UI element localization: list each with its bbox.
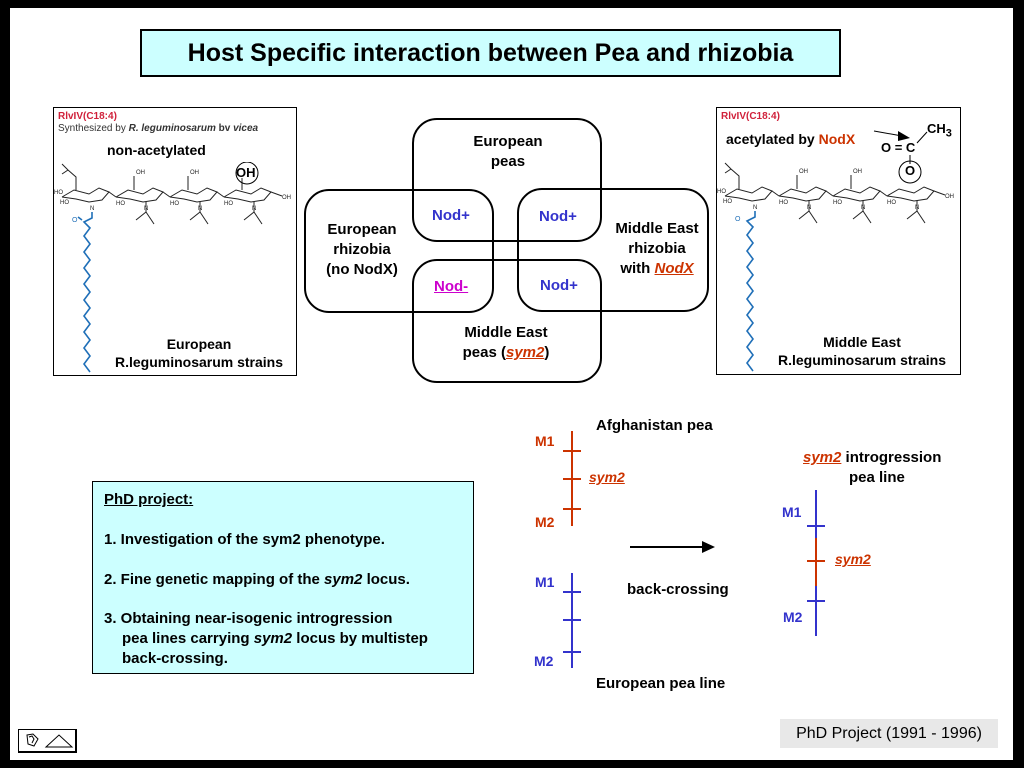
venn-top-line2: peas	[490, 153, 526, 170]
svg-text:O: O	[72, 217, 78, 224]
introgression-sym2-label: sym2	[835, 551, 871, 567]
middle-east-rhizobia-region	[517, 188, 709, 312]
venn-top-line1: European	[473, 133, 543, 150]
svg-text:HO: HO	[779, 200, 788, 206]
middle-east-peas-region	[412, 259, 602, 383]
strain-label-line1: European	[166, 336, 232, 352]
svg-text:OH: OH	[945, 194, 954, 200]
svg-text:N: N	[198, 206, 202, 212]
strain-label-line2: R.leguminosarum strains	[114, 354, 284, 370]
pen-annotation-icon	[26, 733, 39, 747]
phd-item-2: 2. Fine genetic mapping of the sym2 locu…	[104, 571, 410, 588]
introgression-m2-label: M2	[783, 609, 803, 625]
phd-item-3-line1: 3. Obtaining near-isogenic introgression	[104, 610, 393, 627]
compound-name: RlvIV(C18:4)	[721, 111, 780, 122]
svg-text:OH: OH	[282, 195, 291, 201]
strain-label-line1: Middle East	[823, 334, 901, 350]
venn-diagram	[304, 118, 709, 383]
nod-cell-bottom-right: Nod+	[540, 277, 578, 294]
state-label: non-acetylated	[107, 142, 206, 158]
nod-factor-structure: HO HO HO HO HO OH OH OH N N N N O	[54, 162, 291, 373]
afghan-sym2-label: sym2	[589, 469, 625, 485]
nod-cell-top-left: Nod+	[432, 207, 470, 224]
svg-text:OH: OH	[799, 169, 808, 175]
right-molecule-panel: RlvIV(C18:4) acetylated by NodX O = C CH…	[716, 107, 961, 375]
acetylation-label: acetylated by NodX	[726, 131, 856, 147]
svg-text:HO: HO	[60, 200, 69, 206]
left-molecule-panel: RlvIV(C18:4) Synthesized by R. leguminos…	[53, 107, 297, 376]
project-period-label: PhD Project (1991 - 1996)	[780, 719, 998, 748]
venn-right-line2: rhizobia	[628, 240, 686, 257]
slide-navigation-control[interactable]	[18, 729, 77, 753]
svg-text:HO: HO	[54, 190, 63, 196]
european-m1-label: M1	[535, 574, 555, 590]
backcross-arrow	[630, 541, 715, 553]
svg-text:OH: OH	[190, 170, 199, 176]
navigation-triangle-icon	[44, 734, 74, 748]
venn-left-line2: rhizobia	[333, 241, 391, 258]
nod-cell-bottom-left: Nod-	[434, 278, 469, 295]
european-peas-region	[412, 118, 602, 242]
venn-right-line1: Middle East	[615, 220, 699, 237]
arrow-icon	[873, 130, 910, 141]
european-rhizobia-region	[304, 189, 494, 313]
introgression-m1-label: M1	[782, 504, 802, 520]
strain-label-line2: R.leguminosarum strains	[777, 352, 947, 368]
svg-text:HO: HO	[717, 189, 726, 195]
compound-name: RlvIV(C18:4)	[58, 111, 117, 122]
afghan-m2-label: M2	[535, 514, 555, 530]
synthesis-note: Synthesized by R. leguminosarum bv vicea	[58, 123, 259, 134]
acetyl-o-eq-c: O = C	[881, 140, 916, 155]
svg-text:OH: OH	[853, 169, 862, 175]
nod-factor-structure: HO HO HO HO HO OH OH OH N N N N O	[717, 131, 954, 372]
svg-text:HO: HO	[833, 200, 842, 206]
afghan-chromosome	[563, 431, 581, 526]
fatty-acid-chain	[77, 212, 93, 373]
introgression-chromosome	[807, 490, 825, 636]
acetyl-methyl: CH3	[927, 121, 952, 140]
svg-text:N: N	[144, 206, 148, 212]
european-pea-label: European pea line	[596, 675, 726, 692]
hydroxyl-highlight-circle	[235, 162, 259, 185]
venn-right-line3: with NodX	[620, 260, 694, 277]
svg-text:HO: HO	[887, 200, 896, 206]
svg-text:N: N	[807, 205, 811, 211]
svg-text:N: N	[861, 205, 865, 211]
hydroxyl-label: OH	[236, 165, 256, 180]
venn-left-line1: European	[327, 221, 397, 238]
introgression-label-line2: pea line	[849, 469, 905, 486]
sugar-backbone	[61, 163, 283, 225]
venn-left-line3: (no NodX)	[326, 261, 398, 278]
backcrossing-label: back-crossing	[627, 581, 729, 598]
svg-text:N: N	[90, 206, 94, 212]
phd-project-box: PhD project: 1. Investigation of the sym…	[92, 481, 474, 674]
svg-text:O: O	[735, 216, 741, 223]
introgression-label-line1: sym2 introgression	[803, 449, 942, 466]
svg-text:HO: HO	[170, 201, 179, 207]
svg-text:N: N	[753, 205, 757, 211]
svg-text:HO: HO	[116, 201, 125, 207]
phd-item-1: 1. Investigation of the sym2 phenotype.	[104, 531, 385, 548]
venn-bottom-line2: peas (sym2)	[462, 344, 550, 361]
phd-item-3-line3: back-crossing.	[122, 650, 228, 667]
afghan-pea-label: Afghanistan pea	[596, 417, 713, 434]
svg-text:N: N	[252, 206, 256, 212]
svg-text:N: N	[915, 205, 919, 211]
oxygen-label: O	[905, 163, 916, 178]
phd-heading: PhD project:	[104, 491, 194, 508]
svg-text:OH: OH	[136, 170, 145, 176]
crossing-schematic	[563, 431, 825, 668]
european-m2-label: M2	[534, 653, 554, 669]
fatty-acid-chain	[745, 211, 756, 372]
venn-bottom-line1: Middle East	[464, 324, 548, 341]
page-title: Host Specific interaction between Pea an…	[140, 29, 841, 77]
phd-item-3-line2: pea lines carrying sym2 locus by multist…	[122, 630, 428, 647]
afghan-m1-label: M1	[535, 433, 555, 449]
nod-cell-top-right: Nod+	[539, 208, 577, 225]
european-chromosome	[563, 573, 581, 668]
svg-text:HO: HO	[224, 201, 233, 207]
svg-text:HO: HO	[723, 199, 732, 205]
